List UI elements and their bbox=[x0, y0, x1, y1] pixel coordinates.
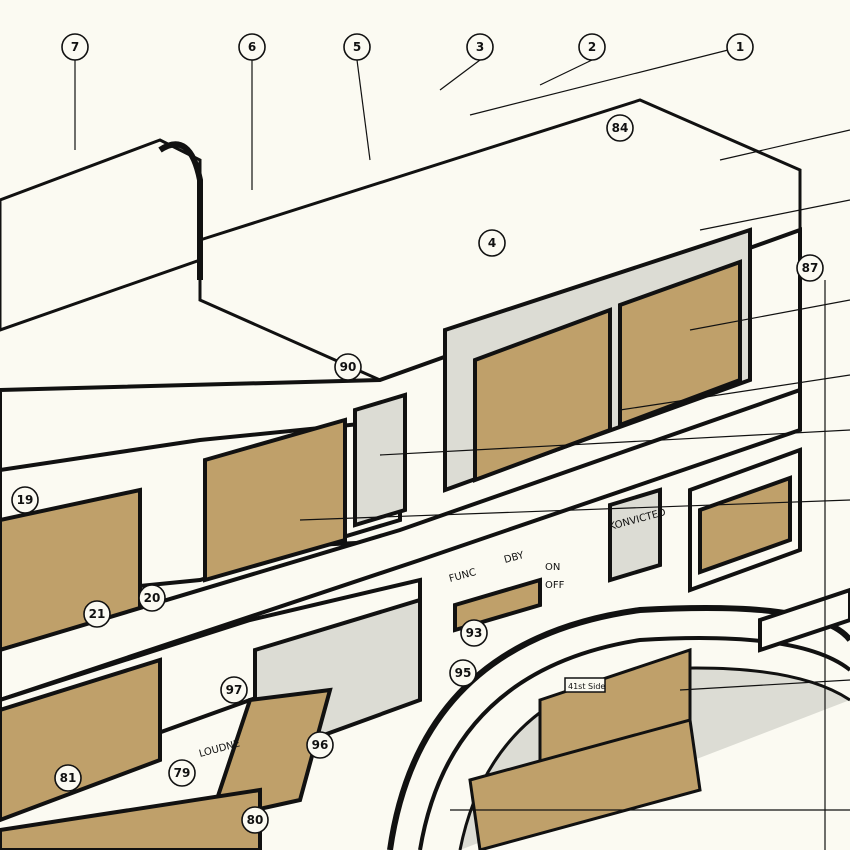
callout-93: 93 bbox=[460, 619, 488, 647]
callout-number: 84 bbox=[612, 121, 629, 135]
callout-5: 5 bbox=[343, 33, 371, 61]
callout-circle bbox=[83, 600, 111, 628]
callout-number: 21 bbox=[89, 607, 106, 621]
callout-circle bbox=[168, 759, 196, 787]
callout-number: 5 bbox=[353, 40, 361, 54]
callout-number: 93 bbox=[466, 626, 483, 640]
callout-number: 20 bbox=[144, 591, 161, 605]
lower-floor bbox=[0, 577, 422, 850]
leader-lines bbox=[74, 46, 850, 850]
callout-number: 3 bbox=[476, 40, 484, 54]
callout-circle bbox=[238, 33, 266, 61]
label-func: FUNC bbox=[448, 567, 477, 585]
callout-circle bbox=[61, 33, 89, 61]
callout-number: 90 bbox=[340, 360, 357, 374]
callout-80: 80 bbox=[241, 806, 269, 834]
callout-circle bbox=[726, 33, 754, 61]
callout-97: 97 bbox=[220, 676, 248, 704]
callout-87: 87 bbox=[796, 254, 824, 282]
callout-circle bbox=[11, 486, 39, 514]
right-platforms bbox=[453, 447, 850, 653]
callout-circle bbox=[334, 353, 362, 381]
label-street-sign: 41st Side bbox=[568, 682, 605, 691]
callout-circle bbox=[138, 584, 166, 612]
callout-circle bbox=[449, 659, 477, 687]
label-on: ON bbox=[545, 562, 560, 573]
callout-number: 80 bbox=[247, 813, 264, 827]
callout-number: 1 bbox=[736, 40, 744, 54]
callout-number: 6 bbox=[248, 40, 256, 54]
callout-3: 3 bbox=[466, 33, 494, 61]
street-sign bbox=[564, 677, 606, 693]
callout-7: 7 bbox=[61, 33, 89, 61]
callout-81: 81 bbox=[54, 764, 82, 792]
callout-number: 79 bbox=[174, 766, 191, 780]
callout-number: 97 bbox=[226, 683, 243, 697]
callout-circle bbox=[578, 33, 606, 61]
callout-number: 4 bbox=[488, 236, 496, 250]
callout-circle bbox=[343, 33, 371, 61]
callout-19: 19 bbox=[11, 486, 39, 514]
callout-1: 1 bbox=[726, 33, 754, 61]
callout-number: 19 bbox=[17, 493, 34, 507]
callout-6: 6 bbox=[238, 33, 266, 61]
callout-21: 21 bbox=[83, 600, 111, 628]
callout-circle bbox=[460, 619, 488, 647]
callout-circle bbox=[466, 33, 494, 61]
callout-2: 2 bbox=[578, 33, 606, 61]
callout-circle bbox=[54, 764, 82, 792]
label-dby: DBY bbox=[503, 550, 526, 566]
callout-95: 95 bbox=[449, 659, 477, 687]
callout-number: 81 bbox=[60, 771, 77, 785]
callout-circle bbox=[478, 229, 506, 257]
callout-96: 96 bbox=[306, 731, 334, 759]
callout-circle bbox=[606, 114, 634, 142]
callout-number: 95 bbox=[455, 666, 472, 680]
callout-number: 2 bbox=[588, 40, 596, 54]
callout-circle bbox=[241, 806, 269, 834]
callout-90: 90 bbox=[334, 353, 362, 381]
callout-circle bbox=[306, 731, 334, 759]
callout-84: 84 bbox=[606, 114, 634, 142]
callout-number: 7 bbox=[71, 40, 79, 54]
callout-number: 96 bbox=[312, 738, 329, 752]
label-off: OFF bbox=[545, 580, 565, 591]
callout-circle bbox=[796, 254, 824, 282]
callout-circle bbox=[220, 676, 248, 704]
callout-79: 79 bbox=[168, 759, 196, 787]
callout-20: 20 bbox=[138, 584, 166, 612]
callout-number: 87 bbox=[802, 261, 819, 275]
callout-4: 4 bbox=[478, 229, 506, 257]
